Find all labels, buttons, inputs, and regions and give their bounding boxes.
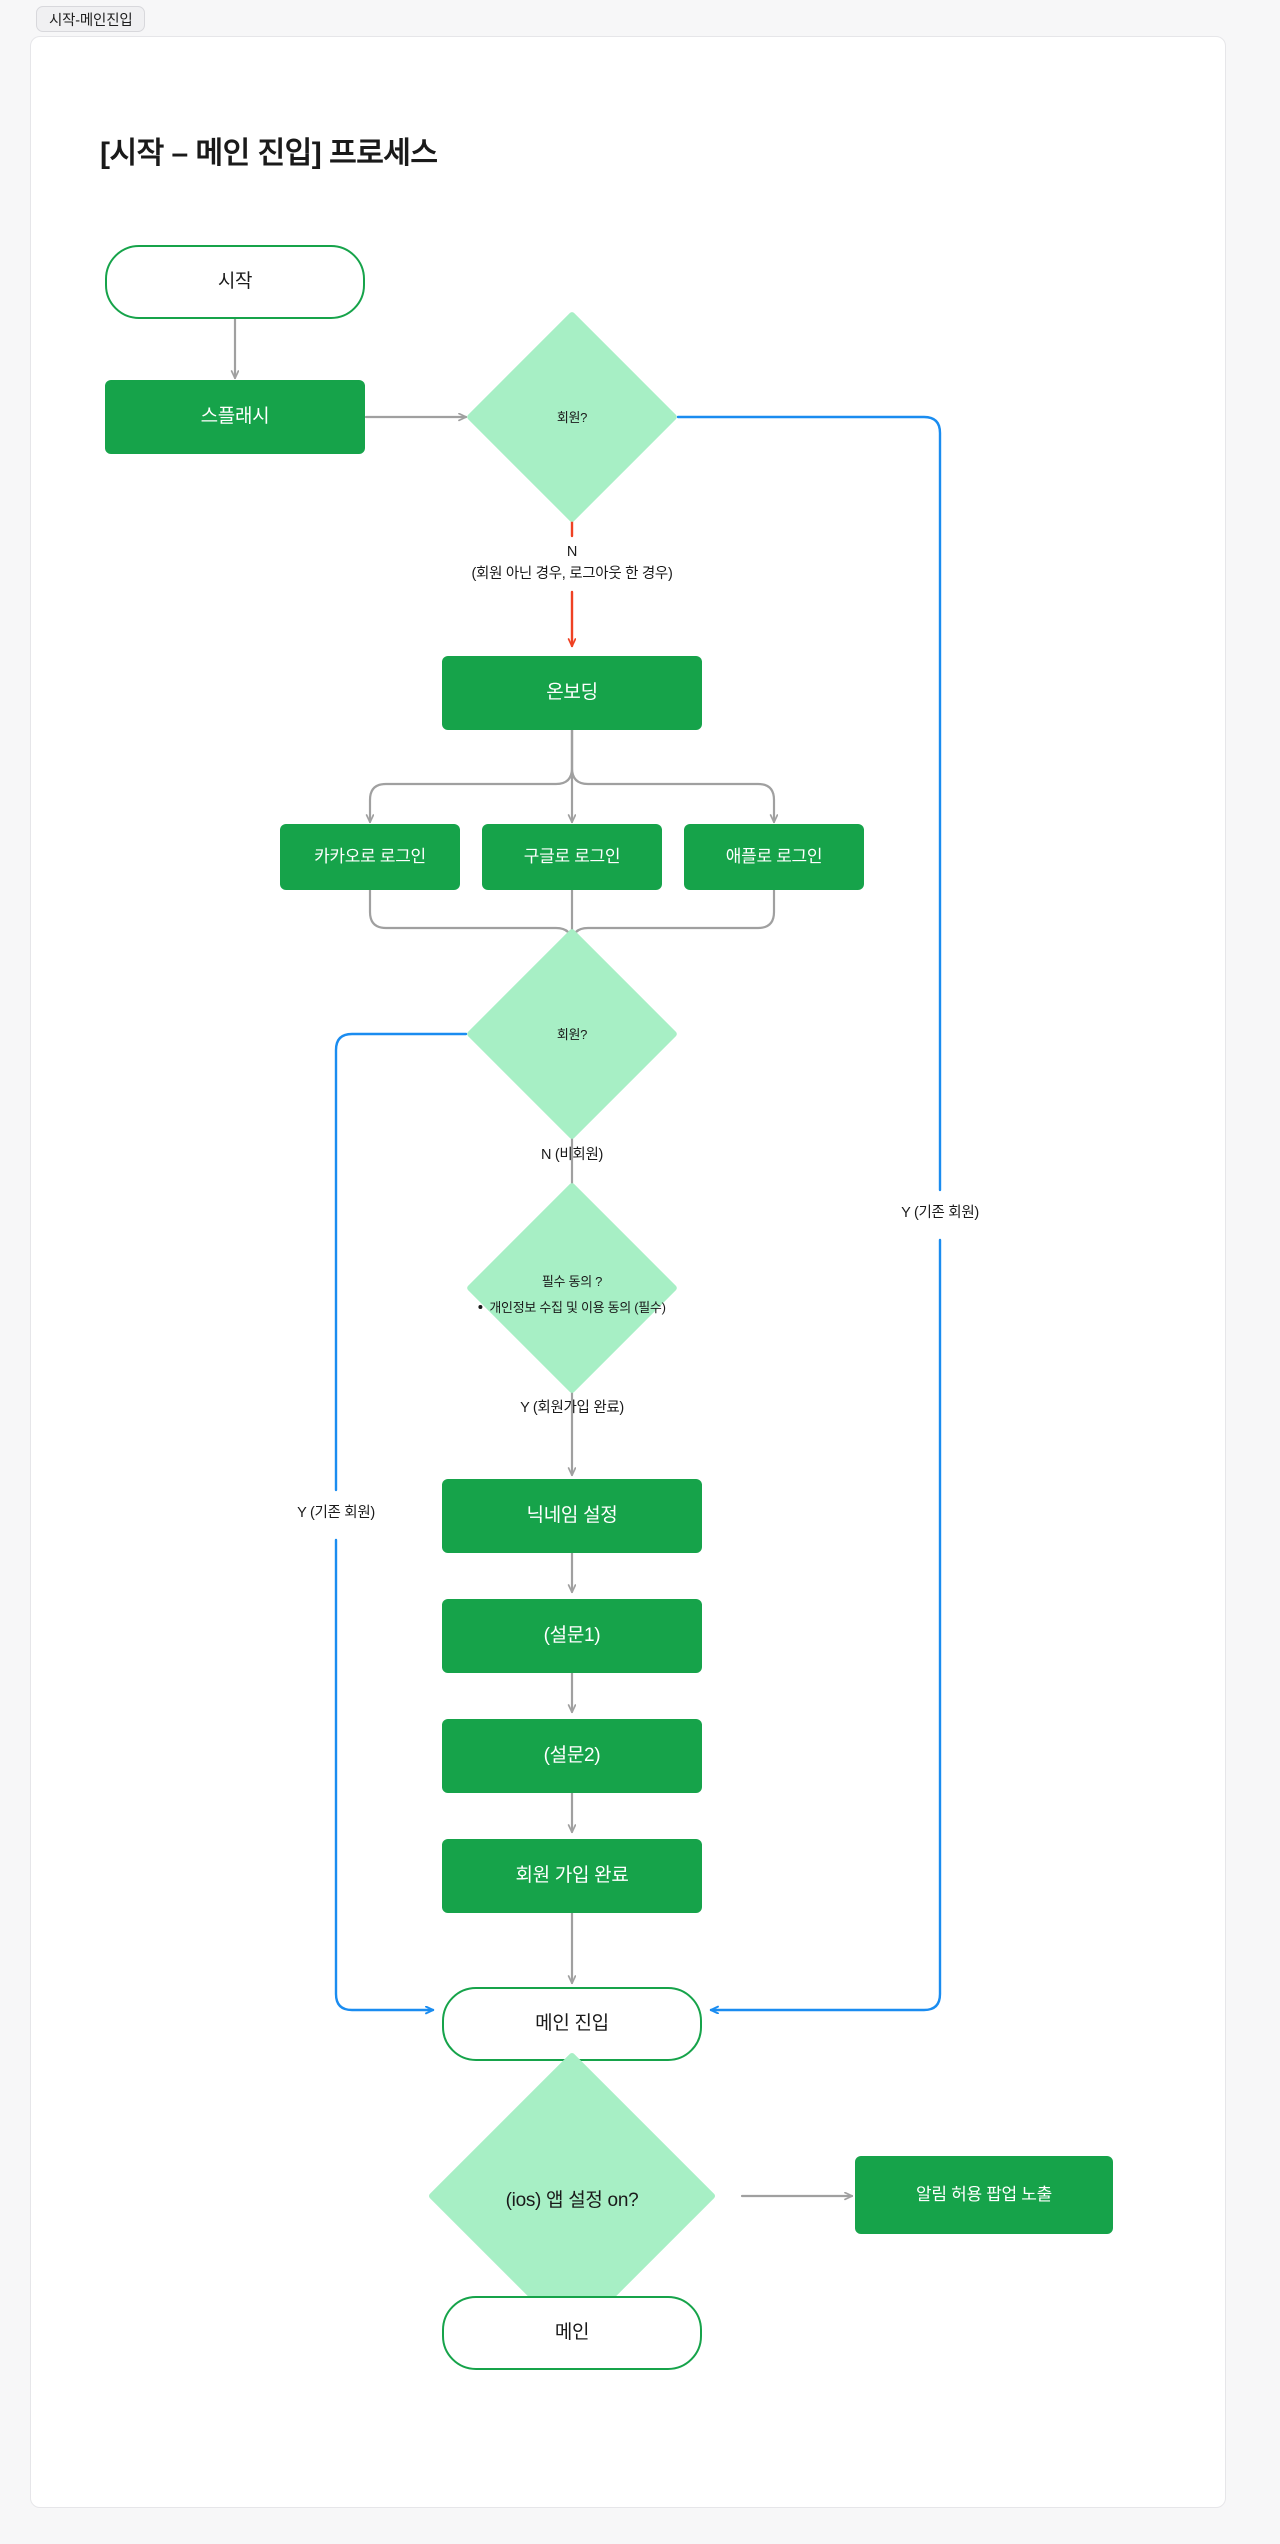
node-consent-bullet: 개인정보 수집 및 이용 동의 (필수) [478,1297,666,1316]
edge-label-signup-complete: Y (회원가입 완료) [520,1400,624,1416]
node-onboarding[interactable]: 온보딩 [442,656,702,730]
node-survey1-label: (설문1) [543,1625,601,1647]
node-nickname[interactable]: 닉네임 설정 [442,1479,702,1553]
node-survey1[interactable]: (설문1) [442,1599,702,1673]
edge-label-member-y-right: Y (기존 회원) [901,1205,979,1221]
node-push-popup-label: 알림 허용 팝업 노출 [916,2185,1052,2205]
edge-label-non-member: N (비회원) [540,1147,604,1163]
node-login-apple[interactable]: 애플로 로그인 [684,824,864,890]
node-signup-done[interactable]: 회원 가입 완료 [442,1839,702,1913]
node-login-apple-label: 애플로 로그인 [725,847,823,867]
edge-label-not-member-detail: (회원 아닌 경우, 로그아웃 한 경우) [471,566,673,583]
tab-label: 시작-메인진입 [49,12,133,29]
node-start[interactable]: 시작 [105,245,365,319]
node-splash-label: 스플래시 [200,406,270,428]
node-ios-setting-label: (ios) 앱 설정 on? [505,2190,639,2211]
page-title: [시작 – 메인 진입] 프로세스 [100,137,438,170]
edge-label-member-y-left: Y (기존 회원) [297,1505,375,1521]
node-login-kakao[interactable]: 카카오로 로그인 [280,824,460,890]
node-member-check-1[interactable]: 회원? [465,310,679,524]
node-push-popup[interactable]: 알림 허용 팝업 노출 [855,2156,1113,2234]
node-nickname-label: 닉네임 설정 [526,1505,618,1527]
node-signup-done-label: 회원 가입 완료 [515,1865,629,1887]
edge-label-not-member: N (회원 아닌 경우, 로그아웃 한 경우) [472,541,673,586]
node-consent[interactable]: 필수 동의 ? 개인정보 수집 및 이용 동의 (필수) [465,1181,679,1395]
node-login-google[interactable]: 구글로 로그인 [482,824,662,890]
node-main-entry-label: 메인 진입 [535,2013,609,2035]
node-main-label: 메인 [554,2322,590,2344]
node-member-check-1-label: 회원? [556,410,588,425]
node-survey2[interactable]: (설문2) [442,1719,702,1793]
node-splash[interactable]: 스플래시 [105,380,365,454]
tab-chip[interactable]: 시작-메인진입 [36,6,146,32]
node-main-entry[interactable]: 메인 진입 [442,1987,702,2061]
node-main[interactable]: 메인 [442,2296,702,2370]
node-ios-setting[interactable]: (ios) 앱 설정 on? [427,2051,717,2341]
node-start-label: 시작 [217,271,253,293]
node-onboarding-label: 온보딩 [546,682,598,704]
node-member-check-2[interactable]: 회원? [465,927,679,1141]
node-survey2-label: (설문2) [543,1745,601,1767]
edge-label-not-member-n: N [566,544,578,560]
node-consent-label: 필수 동의 ? [541,1274,603,1289]
node-login-kakao-label: 카카오로 로그인 [314,847,426,867]
node-member-check-2-label: 회원? [556,1027,588,1042]
node-consent-bullet-text: 개인정보 수집 및 이용 동의 (필수) [489,1300,666,1315]
node-login-google-label: 구글로 로그인 [523,847,621,867]
bullet-icon [478,1304,483,1309]
